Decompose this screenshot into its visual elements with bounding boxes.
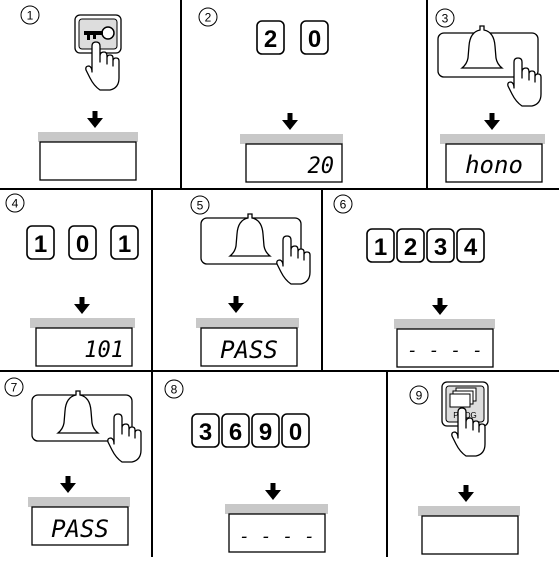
down-arrow-icon <box>228 296 244 313</box>
step-8: 8 3 6 9 0 - - - - <box>165 380 328 552</box>
lcd-display-text: 20 <box>308 154 335 179</box>
step-9: 9 PROG <box>410 382 520 554</box>
step-4: 4 1 0 1 101 <box>6 194 138 366</box>
step-3: 3 hono <box>436 9 545 182</box>
stacked-pages-icon <box>450 388 476 407</box>
down-arrow-icon <box>60 476 76 493</box>
key-label: 2 <box>264 26 277 53</box>
step-1-number: 1 <box>27 9 34 23</box>
display-shade <box>38 132 138 142</box>
lcd-display-text: 101 <box>84 338 124 363</box>
down-arrow-icon <box>87 111 103 128</box>
svg-text:3: 3 <box>434 234 447 261</box>
svg-text:0: 0 <box>76 231 89 258</box>
keypad-keys: 2 0 <box>257 21 328 54</box>
svg-text:1: 1 <box>374 234 387 261</box>
down-arrow-icon <box>432 298 448 315</box>
step-2: 2 2 0 20 <box>199 8 343 182</box>
svg-text:6: 6 <box>340 198 347 212</box>
lcd-display-text: hono <box>465 151 523 179</box>
step-7: 7 PASS <box>5 378 141 545</box>
svg-text:4: 4 <box>12 197 19 211</box>
step-5: 5 PASS <box>191 196 310 366</box>
key-label: 0 <box>308 26 321 53</box>
lcd-display <box>422 516 518 554</box>
down-arrow-icon <box>74 297 90 314</box>
svg-text:9: 9 <box>416 389 423 403</box>
lcd-display-text: PASS <box>220 336 278 364</box>
lcd-display-text: PASS <box>51 515 109 543</box>
down-arrow-icon <box>484 113 500 130</box>
svg-text:3: 3 <box>442 12 449 26</box>
svg-text:7: 7 <box>11 381 18 395</box>
down-arrow-icon <box>458 485 474 502</box>
lcd-display <box>40 142 136 180</box>
svg-text:3: 3 <box>199 419 212 446</box>
svg-text:0: 0 <box>289 419 302 446</box>
svg-text:2: 2 <box>404 234 417 261</box>
step-1: 1 <box>21 6 138 180</box>
svg-text:1: 1 <box>34 231 47 258</box>
lcd-display-text: - - - - <box>239 526 315 547</box>
down-arrow-icon <box>282 113 298 130</box>
down-arrow-icon <box>265 483 281 500</box>
svg-text:8: 8 <box>171 383 178 397</box>
svg-text:6: 6 <box>229 419 242 446</box>
step-6: 6 1 2 3 4 - - - - <box>334 195 495 367</box>
lcd-display-text: - - - - <box>407 340 483 361</box>
svg-text:1: 1 <box>118 231 131 258</box>
svg-text:2: 2 <box>205 11 212 25</box>
svg-text:5: 5 <box>197 199 204 213</box>
svg-text:9: 9 <box>259 419 272 446</box>
svg-text:4: 4 <box>464 234 478 261</box>
